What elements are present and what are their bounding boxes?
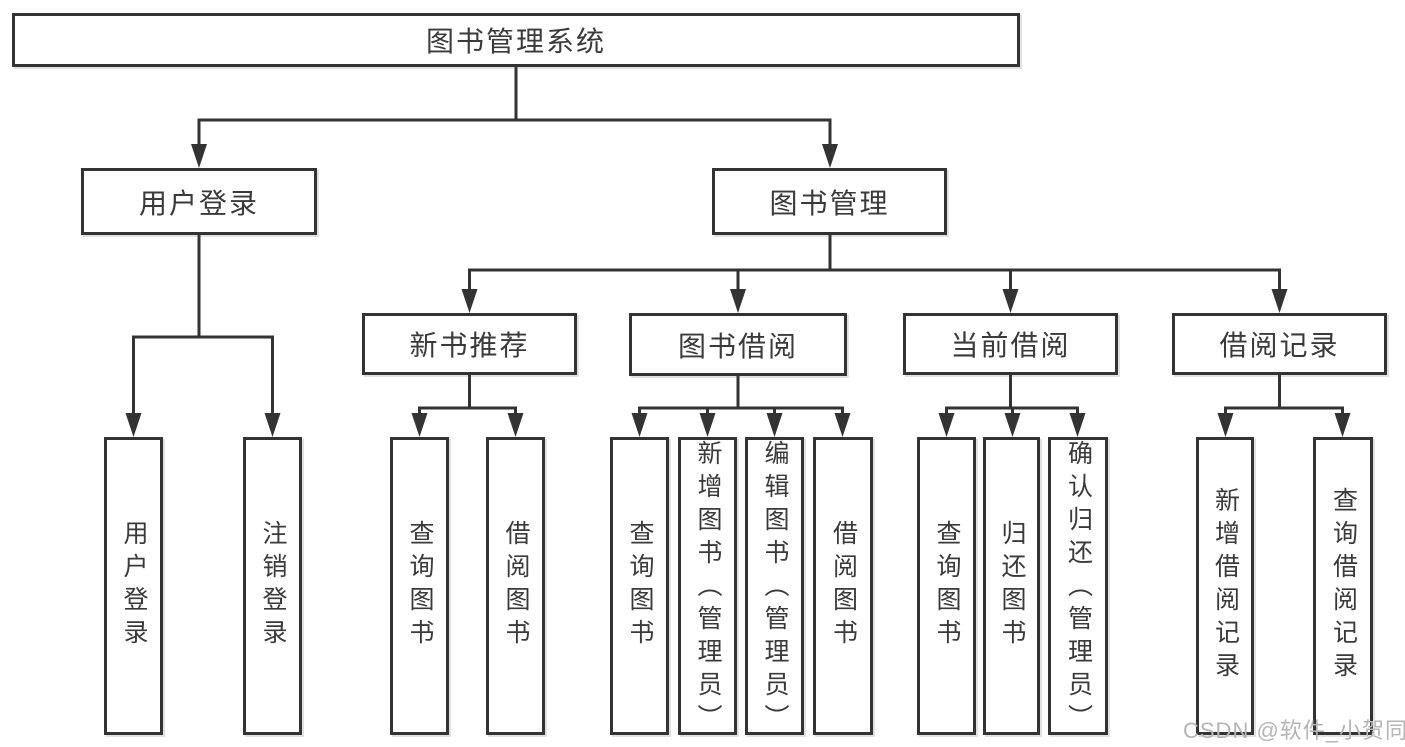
leaf-query-books-3: 查询图书 <box>917 437 976 735</box>
node-current-borrow: 当前借阅 <box>903 313 1118 375</box>
connector-borrow-records-group <box>1224 375 1344 415</box>
arrowhead <box>461 289 478 313</box>
leaf-return-books: 归还图书 <box>983 437 1040 735</box>
leaf-borrow-books-2: 借阅图书 <box>813 437 873 735</box>
connector-book-borrow-group <box>638 376 844 415</box>
arrowhead <box>1217 413 1234 437</box>
arrowhead <box>507 413 524 437</box>
arrowhead <box>125 413 142 437</box>
arrowhead <box>1069 413 1086 437</box>
csdn-watermark: CSDN @软件_小贺同学 <box>1183 718 1405 743</box>
node-book-borrow: 图书借阅 <box>629 313 847 376</box>
arrowhead <box>1334 413 1351 437</box>
node-borrow-records: 借阅记录 <box>1172 313 1387 375</box>
leaf-query-borrow-record: 查询借阅记录 <box>1313 437 1373 735</box>
connector-book-mgmt-group <box>468 235 1281 292</box>
leaf-query-books-1: 查询图书 <box>390 437 449 735</box>
leaf-add-books-admin: 新增图书（管理员） <box>678 437 737 735</box>
leaf-user-login: 用户登录 <box>104 437 163 735</box>
arrowhead <box>1004 413 1021 437</box>
leaf-add-borrow-record: 新增借阅记录 <box>1196 437 1254 735</box>
connector-root-to-level2 <box>197 67 832 146</box>
arrowhead <box>730 289 746 313</box>
leaf-borrow-books-1: 借阅图书 <box>486 437 545 735</box>
arrowhead <box>631 413 648 437</box>
arrowhead <box>822 144 838 168</box>
arrowhead <box>938 413 955 437</box>
arrowhead <box>191 144 207 168</box>
arrowhead <box>1271 289 1288 313</box>
arrowhead <box>766 413 783 437</box>
arrowhead <box>1002 289 1019 313</box>
leaf-logout: 注销登录 <box>243 437 302 735</box>
connector-new-book-group <box>418 375 517 415</box>
node-book-management-branch: 图书管理 <box>712 168 947 235</box>
arrowhead <box>699 413 716 437</box>
arrowhead <box>411 413 428 437</box>
leaf-edit-books-admin: 编辑图书（管理员） <box>745 437 804 735</box>
connector-user-login-group <box>132 235 274 415</box>
arrowhead <box>834 413 851 437</box>
node-user-login-branch: 用户登录 <box>81 168 317 235</box>
leaf-confirm-return-admin: 确认归还（管理员） <box>1048 437 1108 735</box>
leaf-query-books-2: 查询图书 <box>610 437 669 735</box>
connector-current-borrow-group <box>945 375 1079 415</box>
node-new-book-recommend: 新书推荐 <box>362 313 577 375</box>
node-root-system: 图书管理系统 <box>12 13 1020 67</box>
arrowhead <box>264 413 281 437</box>
